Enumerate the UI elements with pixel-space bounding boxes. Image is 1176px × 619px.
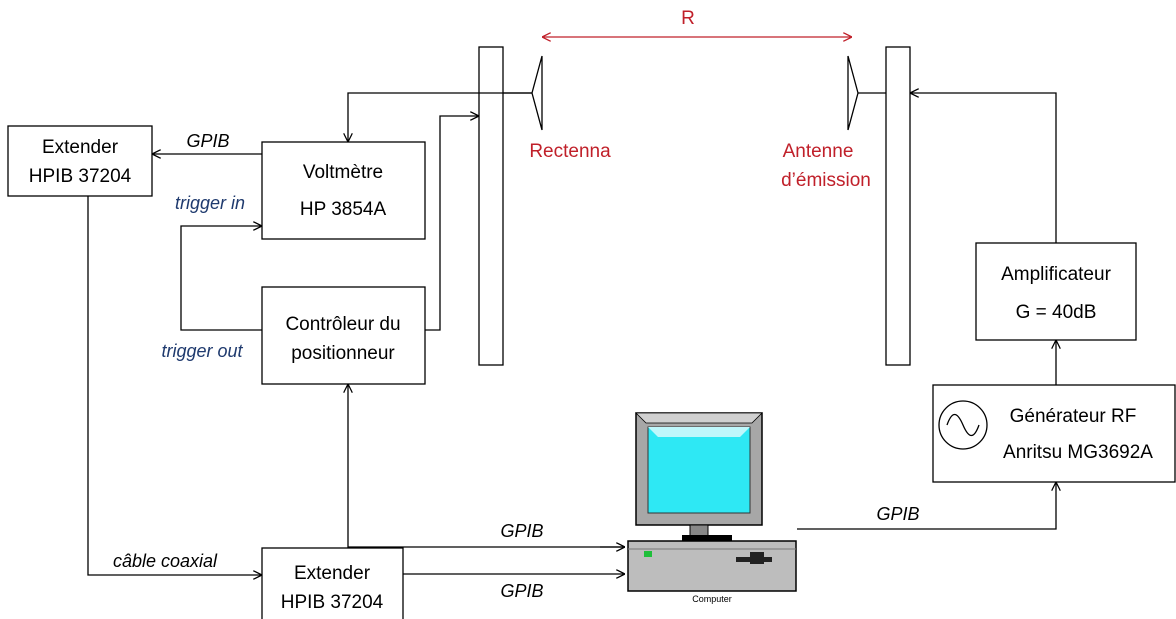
- gpib-controller-computer-link: [348, 384, 625, 548]
- generator-line1: Générateur RF: [1010, 406, 1137, 427]
- gpib-label-1: GPIB: [186, 131, 229, 151]
- extender-bottom-line1: Extender: [294, 563, 371, 584]
- gpib-computer-generator-link: [797, 482, 1056, 530]
- gpib-label-4: GPIB: [876, 504, 919, 524]
- extender-top-line2: HPIB 37204: [29, 166, 132, 187]
- gpib-label-2: GPIB: [500, 521, 543, 541]
- emission-horn-icon: [847, 55, 859, 131]
- extender-top-line1: Extender: [42, 137, 119, 158]
- voltmeter-box: [261, 141, 426, 240]
- computer-icon: [627, 412, 797, 592]
- controller-mast-link: [425, 116, 479, 331]
- extender-top-box: [7, 125, 153, 197]
- controller-box: [261, 286, 426, 385]
- amplifier-line2: G = 40dB: [1016, 302, 1097, 323]
- amplifier-box: [975, 242, 1137, 341]
- rectenna-mast: [478, 46, 504, 366]
- controller-line2: positionneur: [291, 343, 395, 364]
- rectenna-horn-icon: [531, 55, 543, 131]
- coax-link: [87, 196, 262, 575]
- computer-label: Computer: [692, 594, 732, 604]
- gpib-label-3: GPIB: [500, 581, 543, 601]
- trigger-out-label: trigger out: [161, 341, 243, 361]
- emission-label-line1: Antenne: [783, 141, 854, 162]
- amplifier-antenna-link: [910, 93, 1057, 243]
- controller-line1: Contrôleur du: [285, 314, 400, 335]
- rectenna-voltmeter-link: [348, 92, 532, 142]
- extender-bottom-line2: HPIB 37204: [281, 592, 384, 613]
- generator-line2: Anritsu MG3692A: [1003, 442, 1153, 463]
- amplifier-line1: Amplificateur: [1001, 264, 1111, 285]
- coax-label: câble coaxial: [113, 551, 218, 571]
- rectenna-label: Rectenna: [529, 141, 611, 162]
- trigger-in-label: trigger in: [175, 193, 245, 213]
- voltmeter-line2: HP 3854A: [300, 199, 387, 220]
- trigger-link: [180, 226, 262, 331]
- emission-label-line2: d’émission: [781, 170, 871, 191]
- extender-bottom-box: [261, 547, 404, 619]
- distance-label: R: [681, 8, 695, 29]
- voltmeter-line1: Voltmètre: [303, 162, 383, 183]
- emission-mast: [885, 46, 911, 366]
